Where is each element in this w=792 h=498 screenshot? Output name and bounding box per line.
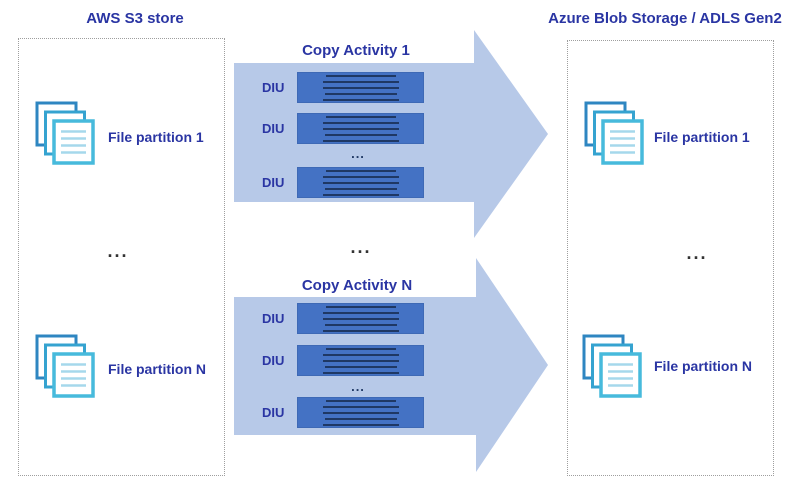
file-partition-label: File partition 1 — [654, 129, 750, 145]
right-store-ellipsis: ... — [686, 243, 708, 263]
copy-activity-title: Copy Activity 1 — [302, 42, 410, 59]
file-partition-label: File partition N — [654, 358, 752, 374]
diu-throughput-box — [297, 303, 424, 334]
diu-throughput-box — [297, 345, 424, 376]
diu-label: DIU — [262, 121, 285, 136]
copy-activity-title: Copy Activity N — [301, 277, 413, 294]
diu-label: DIU — [262, 405, 285, 420]
file-partition-icon — [584, 101, 644, 165]
diu-throughput-box — [297, 113, 424, 144]
file-partition-icon — [582, 334, 642, 398]
diu-label: DIU — [262, 311, 285, 326]
diu-label: DIU — [262, 353, 285, 368]
diu-label: DIU — [262, 175, 285, 190]
file-partition-icon — [35, 101, 95, 165]
diu-throughput-box — [297, 397, 424, 428]
file-partition-label: File partition N — [108, 361, 206, 377]
left-store-ellipsis: ... — [107, 241, 129, 261]
diu-rows-ellipsis: ... — [351, 146, 365, 161]
diu-throughput-box — [297, 72, 424, 103]
file-partition-label: File partition 1 — [108, 129, 204, 145]
aws-s3-store-title: AWS S3 store — [86, 10, 184, 27]
copy-activities-ellipsis: ... — [350, 237, 372, 257]
diu-label: DIU — [262, 80, 285, 95]
azure-blob-adls-title: Azure Blob Storage / ADLS Gen2 — [548, 10, 782, 27]
diu-rows-ellipsis: ... — [351, 379, 365, 394]
diu-throughput-box — [297, 167, 424, 198]
file-partition-icon — [35, 334, 95, 398]
